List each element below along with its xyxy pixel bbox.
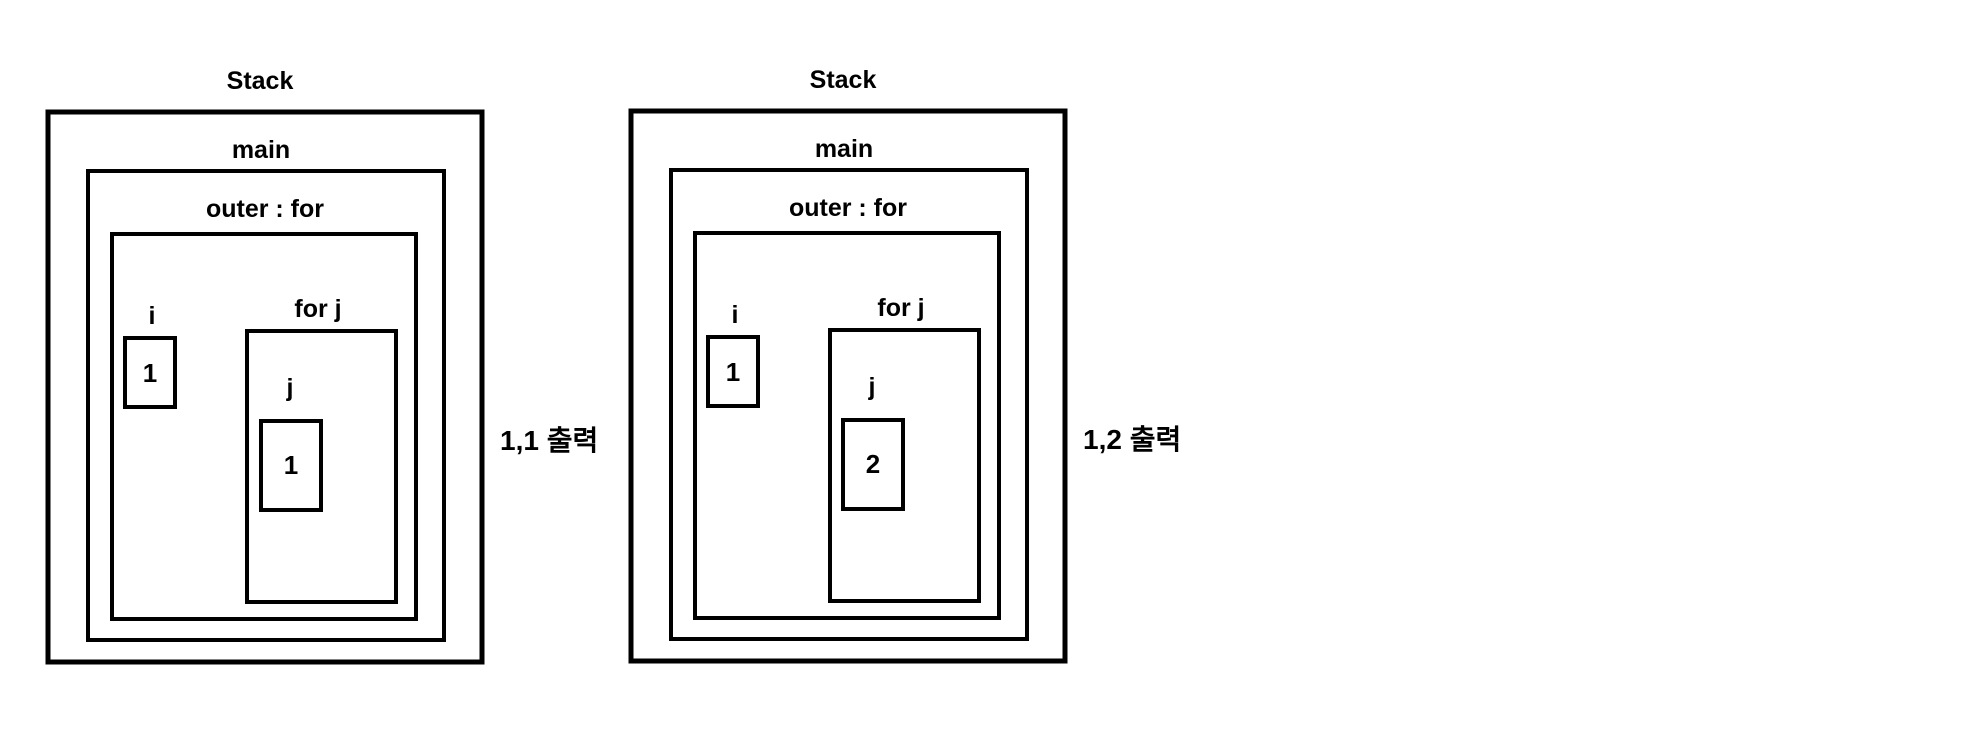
stack-diagram-1: Stack main outer : for i 1 for j j 1 1,1… xyxy=(45,67,598,665)
for-j-frame xyxy=(828,328,981,603)
outer-for-label: outer : for xyxy=(789,194,907,222)
i-value-box xyxy=(706,335,760,408)
j-value: 2 xyxy=(866,449,880,479)
j-label: j xyxy=(286,374,294,402)
output-caption: 1,1 출력 xyxy=(500,425,598,456)
main-frame xyxy=(86,169,446,642)
stack-frame xyxy=(45,109,485,665)
i-value-box xyxy=(123,336,177,409)
stack-frame xyxy=(628,108,1068,664)
main-label: main xyxy=(232,136,290,164)
for-j-label: for j xyxy=(294,295,341,323)
for-j-frame xyxy=(245,329,398,604)
i-label: i xyxy=(149,302,156,330)
outer-for-frame xyxy=(693,231,1001,620)
j-value: 1 xyxy=(284,450,298,480)
main-label: main xyxy=(815,135,873,163)
j-value-box xyxy=(259,419,323,512)
for-j-label: for j xyxy=(877,294,924,322)
stack-title: Stack xyxy=(810,66,877,94)
outer-for-label: outer : for xyxy=(206,195,324,223)
i-value: 1 xyxy=(726,357,740,387)
output-caption: 1,2 출력 xyxy=(1083,424,1181,455)
j-value-box xyxy=(841,418,905,511)
stack-diagram-2: Stack main outer : for i 1 for j j 2 1,2… xyxy=(628,66,1181,664)
i-label: i xyxy=(732,301,739,329)
main-frame xyxy=(669,168,1029,641)
i-value: 1 xyxy=(143,358,157,388)
j-label: j xyxy=(868,373,876,401)
outer-for-frame xyxy=(110,232,418,621)
stack-title: Stack xyxy=(227,67,294,95)
